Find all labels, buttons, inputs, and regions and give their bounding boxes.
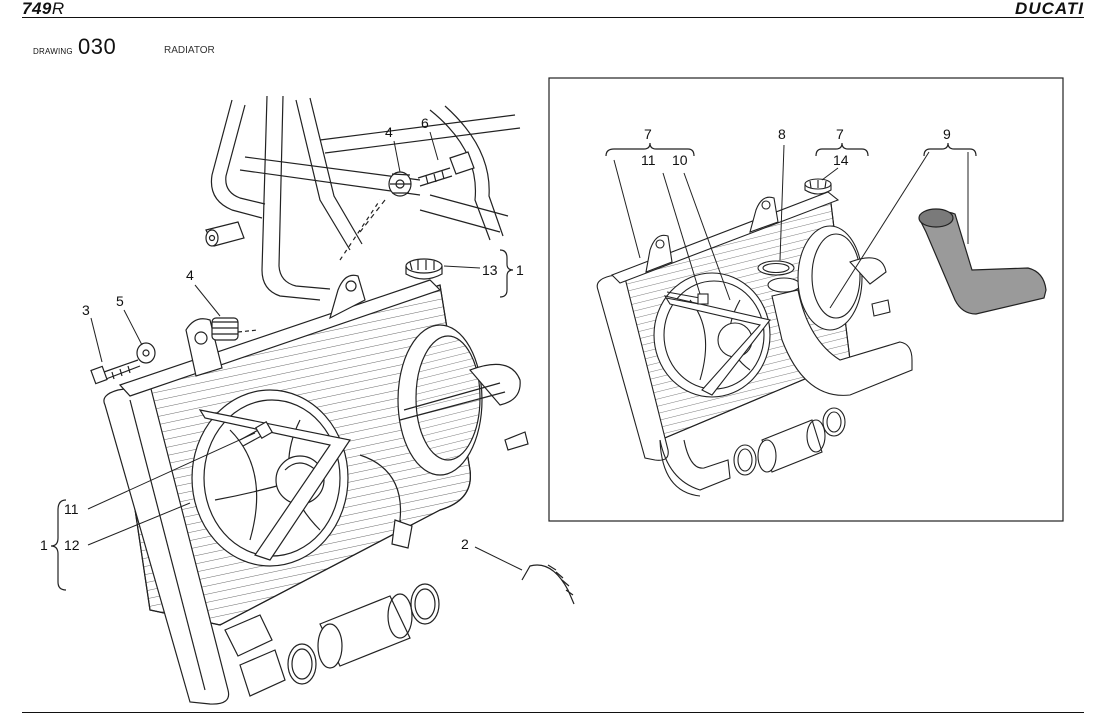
model-suffix: R <box>51 0 65 18</box>
inset-leader-lines <box>613 144 969 309</box>
callout-3: 3 <box>82 302 90 318</box>
inset-callouts: 7 11 10 8 7 14 9 <box>641 126 951 168</box>
upper-grommet <box>205 221 245 247</box>
inset-callout-14: 14 <box>833 152 849 168</box>
footer-rule <box>22 712 1084 713</box>
left-fan <box>191 389 413 567</box>
header-rule <box>22 17 1084 18</box>
inset-brace-7-right <box>815 142 869 157</box>
upper-bracket <box>329 274 366 320</box>
inset-right-fan <box>797 225 891 331</box>
inset-cap <box>804 178 832 195</box>
inset-lower-hose <box>659 289 913 497</box>
inset-callout-7-right: 7 <box>836 126 844 142</box>
radiator-cap <box>405 258 443 280</box>
inset-callout-8: 8 <box>778 126 786 142</box>
inset-frame <box>548 77 1064 522</box>
wire-clip <box>521 564 575 605</box>
inset-callout-9: 9 <box>943 126 951 142</box>
callout-4-top: 4 <box>385 124 393 140</box>
callout-1-right: 1 <box>516 262 524 278</box>
brace-right <box>499 249 514 298</box>
brand-logo: DUCATI <box>1015 0 1084 18</box>
inset-callout-10: 10 <box>672 152 688 168</box>
inset-brace-9 <box>923 142 977 157</box>
callout-5: 5 <box>116 293 124 309</box>
main-callouts: 3 5 4 4 6 13 1 11 12 1 2 <box>40 115 524 553</box>
callout-6: 6 <box>421 115 429 131</box>
callout-4-left: 4 <box>186 267 194 283</box>
inset-view <box>596 142 1047 497</box>
callout-13: 13 <box>482 262 498 278</box>
drawing-number: 030 <box>78 34 117 59</box>
inset-seal-ring <box>757 260 801 293</box>
mounting-hardware-left <box>90 317 259 385</box>
drawing-title: RADIATOR <box>164 45 215 56</box>
main-leader-lines <box>87 131 523 571</box>
callout-2: 2 <box>461 536 469 552</box>
inset-fan <box>653 272 771 398</box>
callout-1-left: 1 <box>40 537 48 553</box>
inset-callout-11: 11 <box>641 152 656 168</box>
right-fan <box>397 324 529 476</box>
inset-fan-screw <box>665 291 709 305</box>
main-view <box>50 95 575 705</box>
mounting-hardware-top <box>388 151 475 197</box>
bottom-hose-set <box>287 583 440 685</box>
model-name: 749R <box>22 0 65 19</box>
inset-bottom-hose-set <box>733 407 846 476</box>
brace-left <box>50 499 67 591</box>
inset-brace-7-left <box>605 142 695 157</box>
callout-11: 11 <box>64 501 79 517</box>
model-number: 749 <box>22 0 52 18</box>
drawing-label: DRAWING <box>33 47 73 56</box>
inset-callout-7-left: 7 <box>644 126 652 142</box>
callout-12: 12 <box>64 537 80 553</box>
frame-tubes <box>210 95 521 301</box>
